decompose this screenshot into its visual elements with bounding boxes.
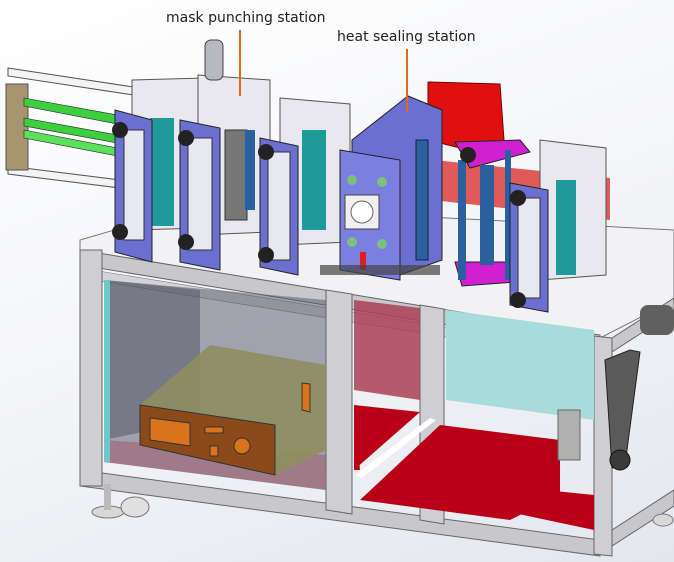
label-mask-punching-station: mask punching station: [166, 10, 326, 26]
station-5-magenta: [454, 139, 531, 287]
station-2-mask-punching: [178, 39, 271, 271]
floor-panel: [360, 425, 560, 520]
middle-bay: [354, 300, 420, 400]
leader-line-heat-sealing: [406, 49, 408, 112]
leader-line-mask-punching: [239, 30, 241, 96]
right-bay: [446, 310, 594, 420]
label-heat-sealing-station: heat sealing station: [337, 29, 476, 45]
station-3: [258, 97, 351, 276]
unwind-roller: [5, 83, 29, 171]
station-4-heat-sealing: [320, 81, 505, 281]
station-6: [509, 139, 607, 313]
caster-wheel: [120, 496, 150, 518]
